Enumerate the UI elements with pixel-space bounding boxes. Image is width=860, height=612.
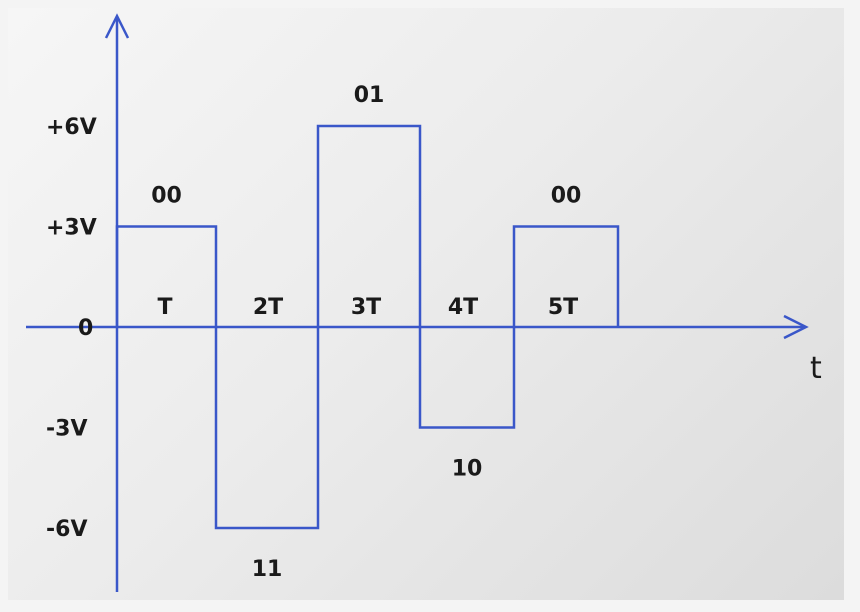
x-tick-label: 2T bbox=[253, 295, 283, 320]
x-tick-label: 5T bbox=[548, 295, 578, 320]
y-tick-label: 0 bbox=[78, 316, 93, 341]
x-tick-label: T bbox=[157, 295, 172, 320]
symbol-bits-label: 11 bbox=[252, 557, 283, 582]
x-axis-label: t bbox=[810, 351, 822, 386]
y-axis-arrowhead bbox=[104, 13, 130, 39]
x-axis-arrowhead bbox=[783, 314, 809, 340]
waveform-line bbox=[115, 124, 620, 530]
x-tick-label: 4T bbox=[448, 295, 478, 320]
y-tick-label: +6V bbox=[46, 115, 97, 140]
symbol-bits-label: 00 bbox=[151, 184, 182, 209]
x-tick-label: 3T bbox=[351, 295, 381, 320]
y-tick-label: +3V bbox=[46, 216, 97, 241]
symbol-bits-label: 00 bbox=[551, 184, 582, 209]
y-tick-label: -6V bbox=[46, 517, 87, 542]
symbol-bits-label: 10 bbox=[452, 457, 483, 482]
diagram-background bbox=[8, 8, 844, 600]
symbol-bits-label: 01 bbox=[354, 83, 385, 108]
y-tick-label: -3V bbox=[46, 417, 87, 442]
